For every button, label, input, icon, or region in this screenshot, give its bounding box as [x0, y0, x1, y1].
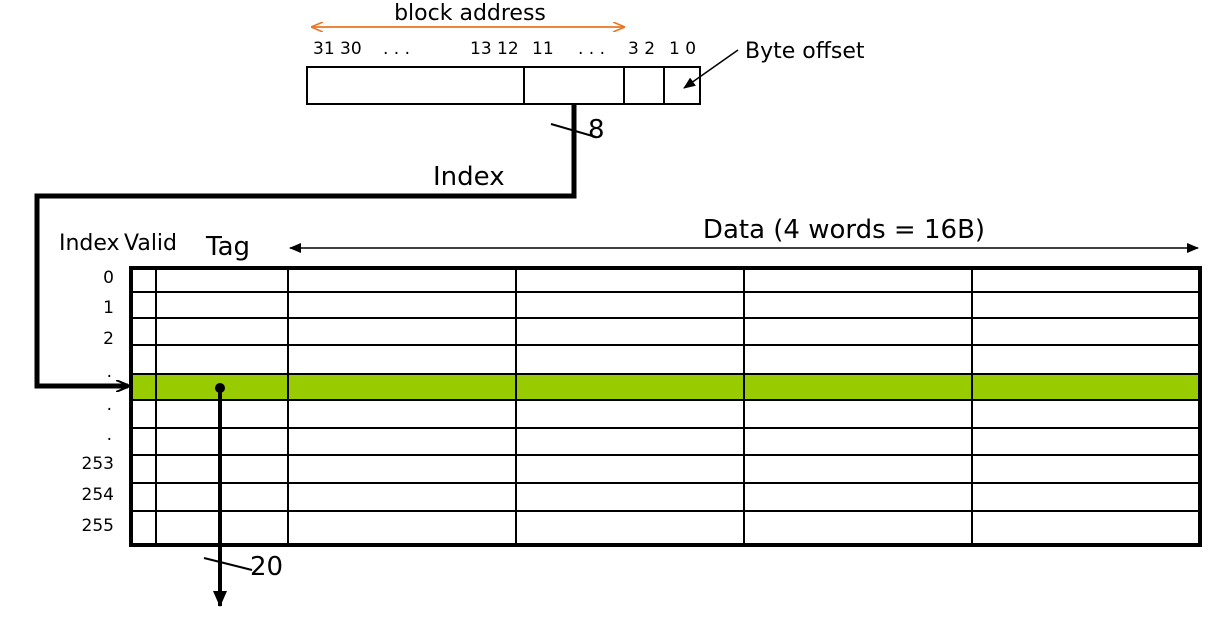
row-index: 253: [82, 454, 114, 474]
address-register-box: [306, 66, 701, 105]
cache-table-border: [129, 266, 1202, 547]
column-dividers: [155, 268, 973, 545]
bit-label-3-2: 3 2: [628, 39, 655, 59]
row-dividers: [131, 291, 1200, 512]
column-header-tag: Tag: [205, 232, 250, 262]
bit-label-1-0: 1 0: [669, 39, 696, 59]
row-index: 255: [82, 516, 114, 536]
bit-label-13-12: 13 12: [470, 39, 519, 59]
bit-label-ellipsis-high: . . .: [383, 39, 410, 59]
row-index: 0: [103, 268, 114, 288]
tag-bit-width: 20: [250, 552, 283, 582]
row-index: .: [107, 362, 112, 382]
cache-table: [129, 266, 1202, 547]
row-index: .: [107, 425, 112, 445]
row-index: 2: [103, 329, 114, 349]
byte-offset-pointer: [683, 49, 739, 89]
index-bit-width: 8: [588, 115, 605, 145]
column-header-data: Data (4 words = 16B): [703, 215, 985, 245]
block-address-label: block address: [394, 1, 546, 26]
bit-labels: 31 30 . . . 13 12 11 . . . 3 2 1 0: [313, 39, 696, 59]
tag-bit-width-slash: [203, 557, 253, 571]
column-header-index: Index: [59, 231, 120, 256]
bit-label-ellipsis-low: . . .: [578, 39, 605, 59]
byte-offset-label: Byte offset: [745, 39, 865, 64]
bit-label-11: 11: [532, 39, 554, 59]
index-bit-width-slash: [550, 123, 597, 138]
column-header-valid: Valid: [124, 231, 177, 256]
index-wire-label: Index: [433, 162, 505, 192]
highlighted-row: [131, 374, 1200, 400]
index-wire: [34, 104, 577, 389]
address-register: [306, 66, 701, 105]
row-index-labels: 0 1 2 . . . 253 254 255: [82, 268, 114, 536]
row-index: 1: [103, 298, 114, 318]
bit-label-31-30: 31 30: [313, 39, 362, 59]
row-index: 254: [82, 485, 114, 505]
row-index: .: [107, 395, 112, 415]
